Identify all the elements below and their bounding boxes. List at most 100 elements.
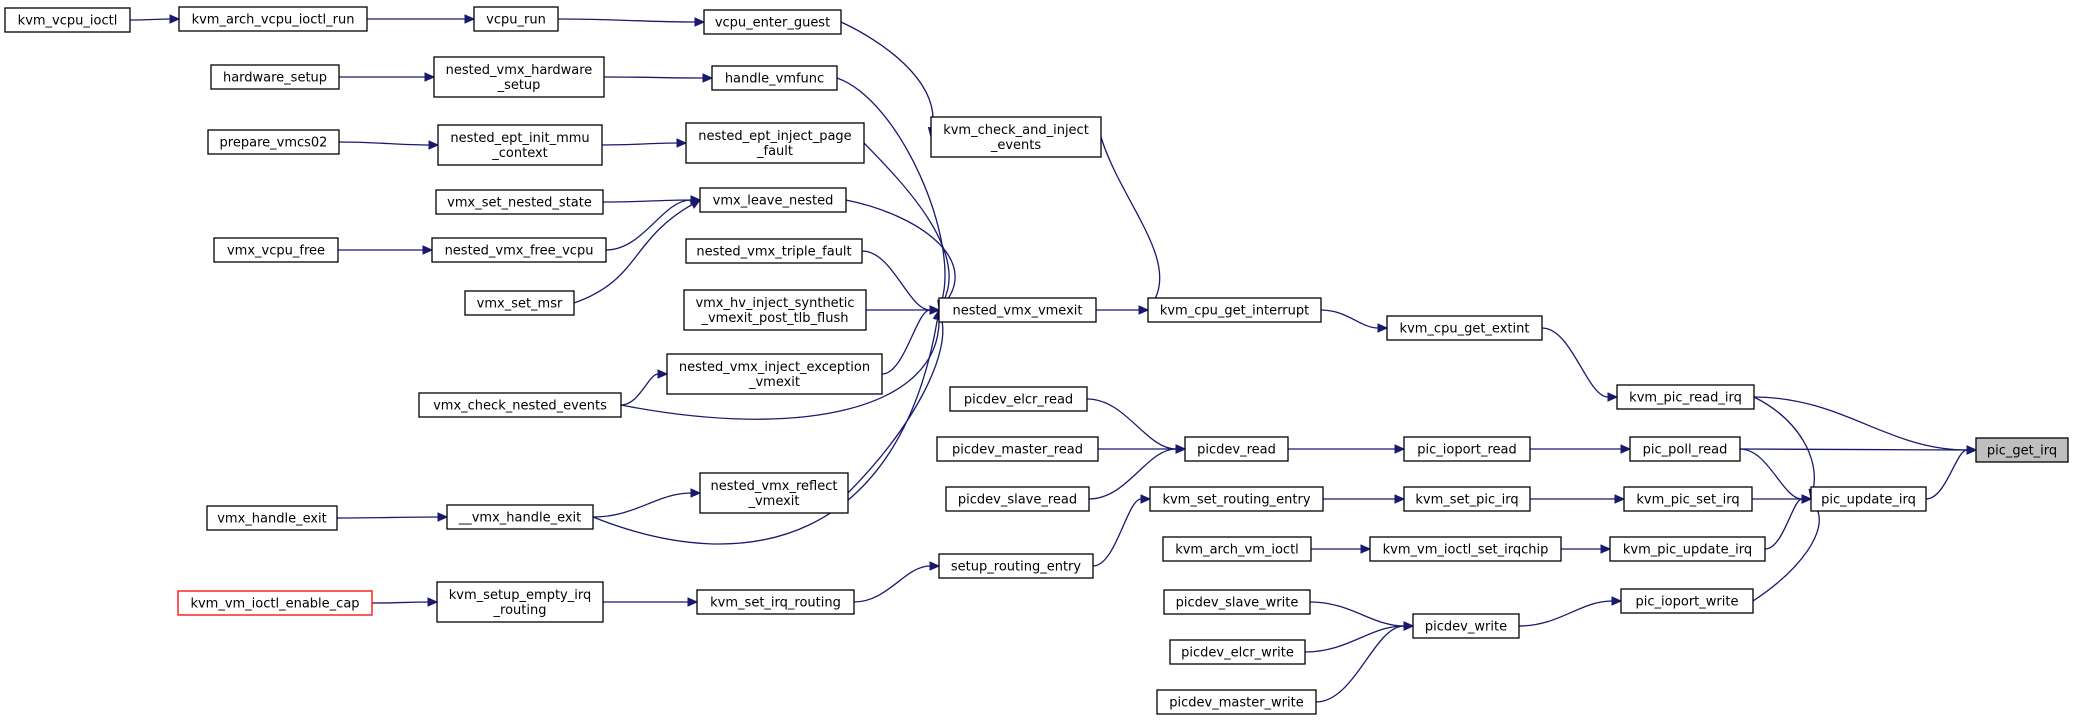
node-box[interactable] <box>1975 437 2069 463</box>
node-kvm-arch-vcpu-ioctl-run[interactable]: kvm_arch_vcpu_ioctl_run <box>178 6 368 32</box>
node-box[interactable] <box>949 386 1088 412</box>
node-picdev-elcr-read[interactable]: picdev_elcr_read <box>949 386 1088 412</box>
node-box[interactable] <box>1609 536 1766 562</box>
node-box[interactable] <box>436 581 604 623</box>
node-box[interactable] <box>206 505 338 531</box>
node-nested-ept-inject-page-fault[interactable]: nested_ept_inject_page_fault <box>685 122 865 164</box>
node-box[interactable] <box>1403 436 1531 462</box>
node-kvm-pic-read-irq[interactable]: kvm_pic_read_irq <box>1616 384 1755 410</box>
node-box[interactable] <box>4 7 131 33</box>
node-box[interactable] <box>1369 536 1562 562</box>
node-box[interactable] <box>1629 436 1741 462</box>
node-box[interactable] <box>1163 589 1311 615</box>
node-box[interactable] <box>930 116 1102 158</box>
node-vmx-vcpu-free[interactable]: vmx_vcpu_free <box>213 237 339 263</box>
node-kvm-pic-update-irq[interactable]: kvm_pic_update_irq <box>1609 536 1766 562</box>
node-vmx-hv-inject-synthetic-vmexit-post-tlb-flush[interactable]: vmx_hv_inject_synthetic_vmexit_post_tlb_… <box>683 289 867 331</box>
node-pic-ioport-read[interactable]: pic_ioport_read <box>1403 436 1531 462</box>
node-box[interactable] <box>1147 297 1322 323</box>
node-kvm-set-irq-routing[interactable]: kvm_set_irq_routing <box>696 589 855 615</box>
node-vmx-check-nested-events[interactable]: vmx_check_nested_events <box>418 392 622 418</box>
node-box[interactable] <box>1169 639 1306 665</box>
node-box[interactable] <box>711 65 838 91</box>
node-box[interactable] <box>1386 315 1543 341</box>
node-pic-update-irq[interactable]: pic_update_irq <box>1810 486 1927 512</box>
node-box[interactable] <box>938 297 1097 323</box>
node-box[interactable] <box>699 472 849 514</box>
node-kvm-arch-vm-ioctl[interactable]: kvm_arch_vm_ioctl <box>1162 536 1312 562</box>
node-box[interactable] <box>685 122 865 164</box>
node-kvm-cpu-get-interrupt[interactable]: kvm_cpu_get_interrupt <box>1147 297 1322 323</box>
node-box[interactable] <box>437 124 603 166</box>
node-picdev-slave-write[interactable]: picdev_slave_write <box>1163 589 1311 615</box>
node-kvm-cpu-get-extint[interactable]: kvm_cpu_get_extint <box>1386 315 1543 341</box>
node-box[interactable] <box>213 237 339 263</box>
node-picdev-master-write[interactable]: picdev_master_write <box>1156 689 1317 715</box>
node-box[interactable] <box>431 237 607 263</box>
node-nested-vmx-triple-fault[interactable]: nested_vmx_triple_fault <box>685 238 863 264</box>
node-box[interactable] <box>699 187 847 213</box>
node-vmx-set-nested-state[interactable]: vmx_set_nested_state <box>435 189 604 215</box>
node-nested-vmx-inject-exception-vmexit[interactable]: nested_vmx_inject_exception_vmexit <box>666 353 883 395</box>
node-box[interactable] <box>446 504 594 530</box>
node-box[interactable] <box>683 289 867 331</box>
node-nested-vmx-vmexit[interactable]: nested_vmx_vmexit <box>938 297 1097 323</box>
node-box[interactable] <box>938 553 1094 579</box>
node-box[interactable] <box>1403 486 1531 512</box>
node-picdev-read[interactable]: picdev_read <box>1184 436 1289 462</box>
node-box[interactable] <box>178 6 368 32</box>
node-prepare-vmcs02[interactable]: prepare_vmcs02 <box>207 129 340 155</box>
node-vmx-handle-exit[interactable]: __vmx_handle_exit <box>446 504 594 530</box>
node-picdev-master-read[interactable]: picdev_master_read <box>936 436 1099 462</box>
node-picdev-write[interactable]: picdev_write <box>1412 613 1520 639</box>
node-kvm-vcpu-ioctl[interactable]: kvm_vcpu_ioctl <box>4 7 131 33</box>
node-setup-routing-entry[interactable]: setup_routing_entry <box>938 553 1094 579</box>
node-box[interactable] <box>418 392 622 418</box>
node-kvm-setup-empty-irq-routing[interactable]: kvm_setup_empty_irq_routing <box>436 581 604 623</box>
node-pic-get-irq[interactable]: pic_get_irq <box>1975 437 2069 463</box>
node-box[interactable] <box>936 436 1099 462</box>
node-box[interactable] <box>666 353 883 395</box>
node-nested-ept-init-mmu-context[interactable]: nested_ept_init_mmu_context <box>437 124 603 166</box>
node-box[interactable] <box>945 486 1090 512</box>
node-box[interactable] <box>435 189 604 215</box>
node-vcpu-run[interactable]: vcpu_run <box>473 6 559 32</box>
node-pic-poll-read[interactable]: pic_poll_read <box>1629 436 1741 462</box>
node-nested-vmx-reflect-vmexit[interactable]: nested_vmx_reflect_vmexit <box>699 472 849 514</box>
node-kvm-vm-ioctl-set-irqchip[interactable]: kvm_vm_ioctl_set_irqchip <box>1369 536 1562 562</box>
node-box[interactable] <box>210 64 340 90</box>
node-box[interactable] <box>433 56 605 98</box>
node-vmx-leave-nested[interactable]: vmx_leave_nested <box>699 187 847 213</box>
node-box[interactable] <box>1412 613 1520 639</box>
node-box[interactable] <box>1156 689 1317 715</box>
node-box[interactable] <box>177 590 373 616</box>
node-kvm-vm-ioctl-enable-cap[interactable]: kvm_vm_ioctl_enable_cap <box>177 590 373 616</box>
node-box[interactable] <box>1810 486 1927 512</box>
node-box[interactable] <box>1162 536 1312 562</box>
node-box[interactable] <box>1623 486 1753 512</box>
node-box[interactable] <box>1620 588 1754 614</box>
node-box[interactable] <box>696 589 855 615</box>
node-picdev-elcr-write[interactable]: picdev_elcr_write <box>1169 639 1306 665</box>
node-box[interactable] <box>1149 486 1324 512</box>
node-box[interactable] <box>685 238 863 264</box>
node-box[interactable] <box>473 6 559 32</box>
node-vmx-handle-exit[interactable]: vmx_handle_exit <box>206 505 338 531</box>
node-kvm-set-routing-entry[interactable]: kvm_set_routing_entry <box>1149 486 1324 512</box>
node-box[interactable] <box>207 129 340 155</box>
node-kvm-check-and-inject-events[interactable]: kvm_check_and_inject_events <box>930 116 1102 158</box>
node-vmx-set-msr[interactable]: vmx_set_msr <box>464 290 575 316</box>
node-handle-vmfunc[interactable]: handle_vmfunc <box>711 65 838 91</box>
node-box[interactable] <box>703 9 842 35</box>
node-vcpu-enter-guest[interactable]: vcpu_enter_guest <box>703 9 842 35</box>
node-nested-vmx-hardware-setup[interactable]: nested_vmx_hardware_setup <box>433 56 605 98</box>
node-box[interactable] <box>1616 384 1755 410</box>
node-kvm-set-pic-irq[interactable]: kvm_set_pic_irq <box>1403 486 1531 512</box>
node-box[interactable] <box>1184 436 1289 462</box>
node-hardware-setup[interactable]: hardware_setup <box>210 64 340 90</box>
node-pic-ioport-write[interactable]: pic_ioport_write <box>1620 588 1754 614</box>
node-nested-vmx-free-vcpu[interactable]: nested_vmx_free_vcpu <box>431 237 607 263</box>
node-kvm-pic-set-irq[interactable]: kvm_pic_set_irq <box>1623 486 1753 512</box>
node-box[interactable] <box>464 290 575 316</box>
node-picdev-slave-read[interactable]: picdev_slave_read <box>945 486 1090 512</box>
